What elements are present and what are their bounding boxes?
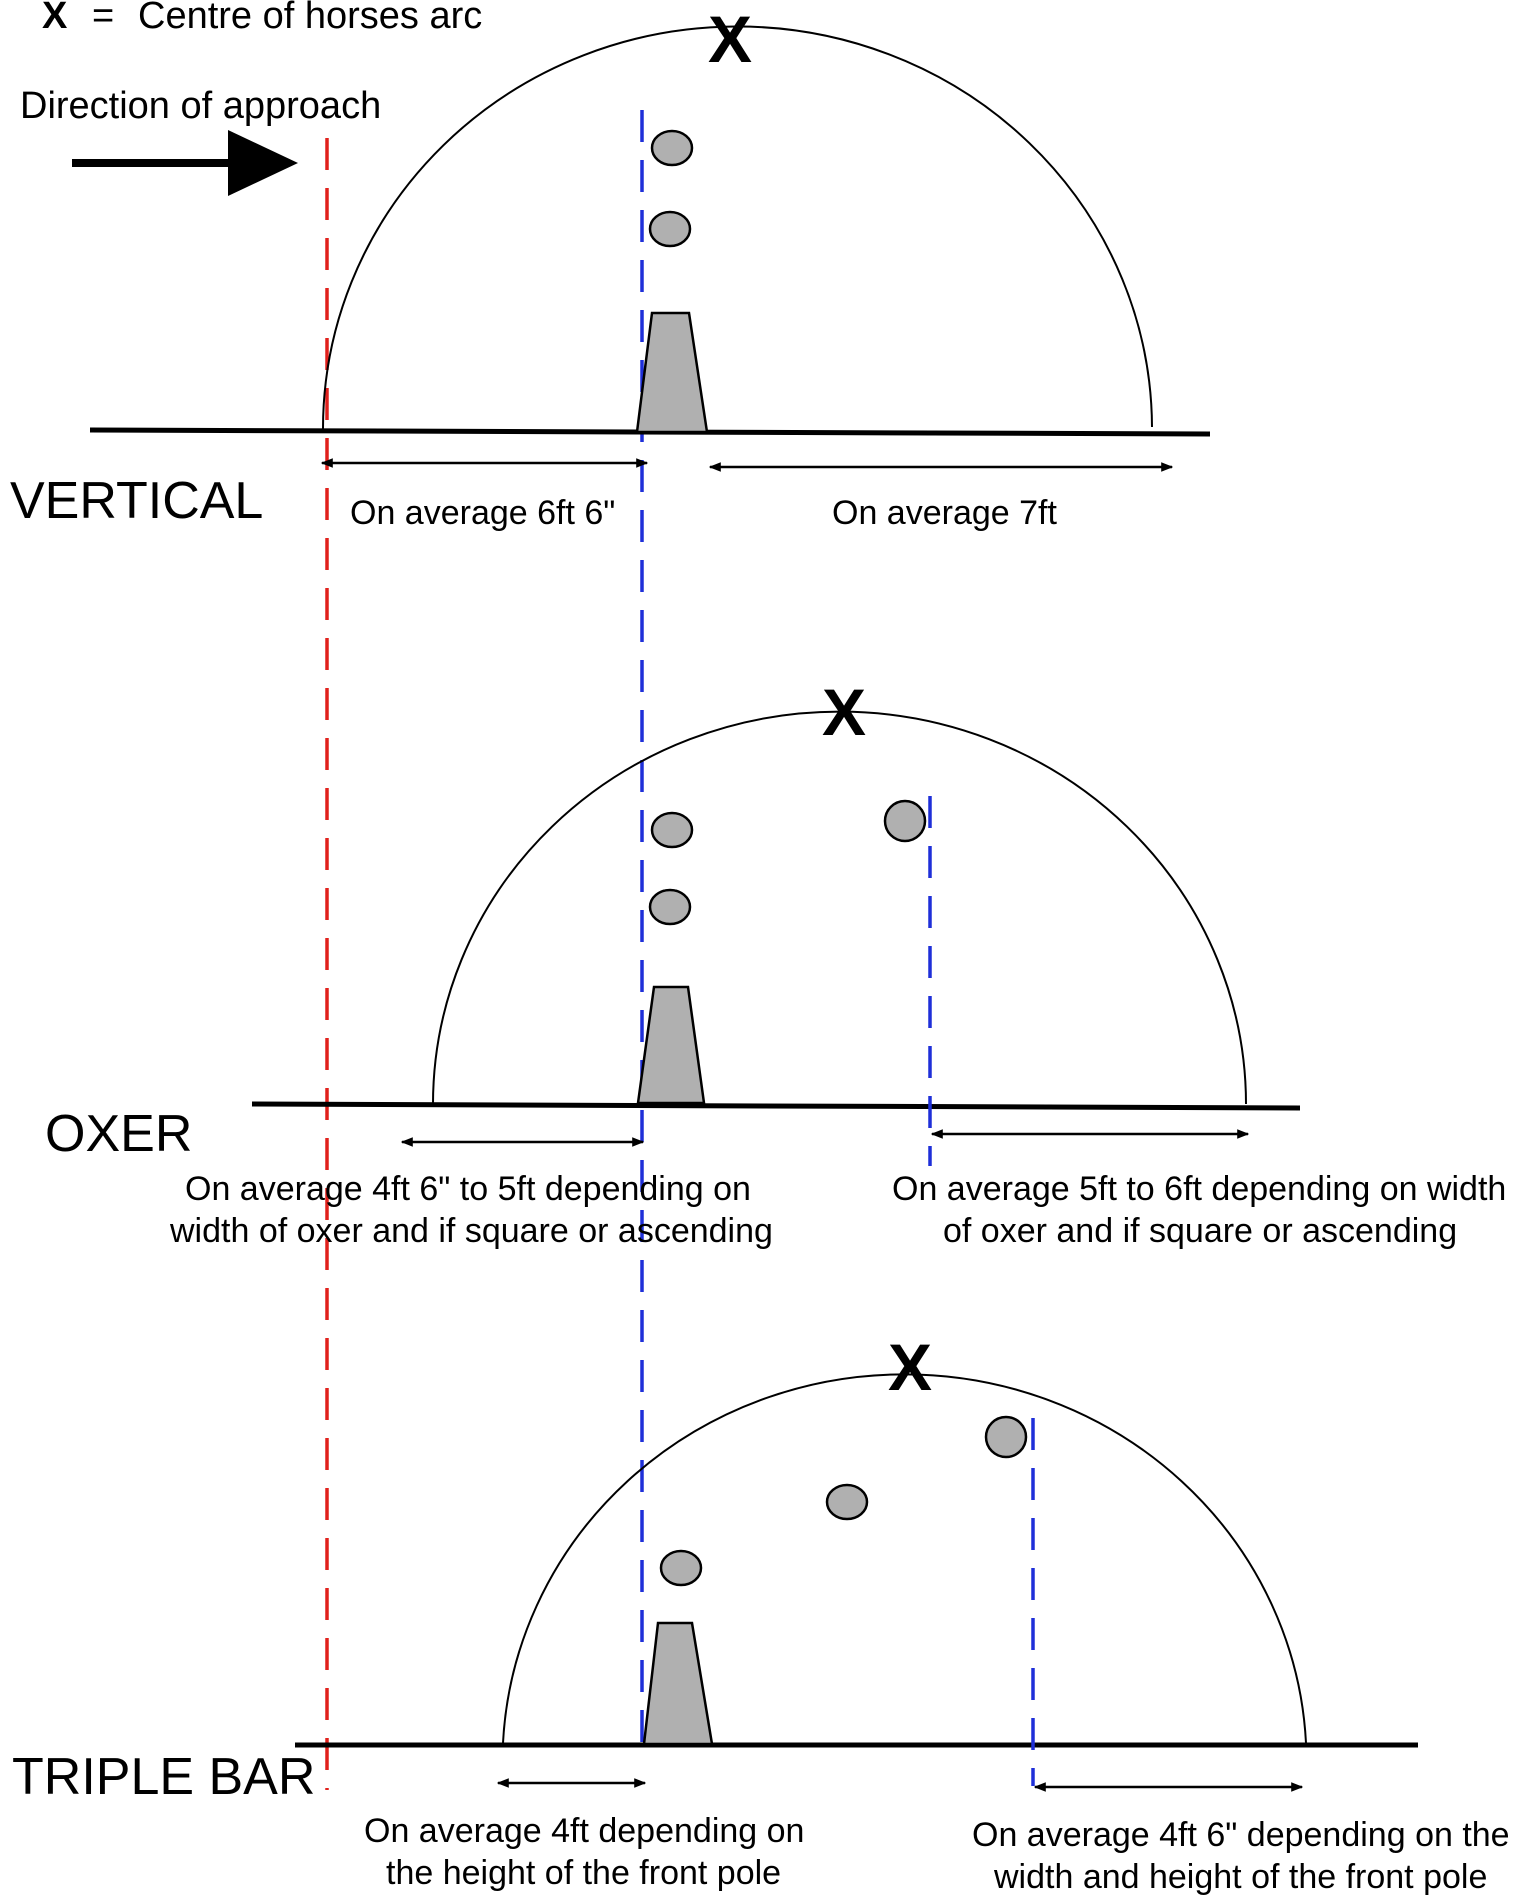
vertical-pole	[648, 210, 692, 248]
vertical-arc-centre-x: X	[708, 2, 752, 76]
legend: X = Centre of horses arc	[42, 0, 482, 37]
triple-bar-takeoff-label-line1: On average 4ft depending on	[364, 1812, 804, 1850]
triple-bar-middle-pole	[825, 1483, 869, 1521]
section-title-oxer: OXER	[45, 1105, 192, 1163]
triple-bar-arc	[502, 1373, 1307, 1744]
oxer-takeoff-label-line1: On average 4ft 6" to 5ft depending on	[185, 1170, 751, 1208]
oxer-front-pole	[650, 811, 694, 849]
triple-bar-wing	[642, 1621, 714, 1746]
triple-bar-back-pole	[984, 1415, 1028, 1459]
oxer-section: X OXER On average 4ft 6" to 5ft dependin…	[45, 675, 1506, 1250]
vertical-takeoff-label: On average 6ft 6"	[350, 494, 615, 532]
section-title-triple-bar: TRIPLE BAR	[12, 1748, 315, 1806]
oxer-arc-centre-x: X	[822, 675, 866, 749]
triple-bar-section: X TRIPLE BAR On average 4ft depending on…	[12, 1330, 1510, 1895]
legend-equals: =	[92, 0, 114, 37]
triple-bar-arc-centre-x: X	[888, 1330, 932, 1404]
vertical-wing	[635, 311, 709, 434]
oxer-front-pole	[648, 888, 692, 926]
oxer-wing	[636, 985, 706, 1105]
triple-bar-takeoff-label-line2: the height of the front pole	[386, 1854, 781, 1892]
oxer-back-pole	[883, 799, 927, 843]
section-title-vertical: VERTICAL	[10, 472, 263, 530]
approach-arrow-head	[228, 130, 298, 196]
vertical-pole	[650, 129, 694, 167]
oxer-landing-label-line2: of oxer and if square or ascending	[943, 1212, 1457, 1250]
approach-indicator: Direction of approach	[20, 85, 381, 196]
oxer-takeoff-label-line2: width of oxer and if square or ascending	[169, 1212, 773, 1250]
triple-bar-front-pole	[659, 1549, 703, 1587]
triple-bar-landing-label-line1: On average 4ft 6" depending on the	[972, 1816, 1510, 1854]
legend-x-symbol: X	[42, 0, 68, 37]
vertical-arc	[321, 25, 1153, 431]
vertical-landing-label: On average 7ft	[832, 494, 1057, 532]
approach-label: Direction of approach	[20, 85, 381, 127]
legend-text: Centre of horses arc	[138, 0, 482, 37]
oxer-landing-label-line1: On average 5ft to 6ft depending on width	[892, 1170, 1506, 1208]
oxer-arc	[432, 710, 1247, 1105]
triple-bar-landing-label-line2: width and height of the front pole	[993, 1858, 1487, 1895]
oxer-ground	[251, 1101, 1301, 1111]
vertical-section: X VERTICAL On average 6ft 6" On average …	[10, 2, 1211, 532]
